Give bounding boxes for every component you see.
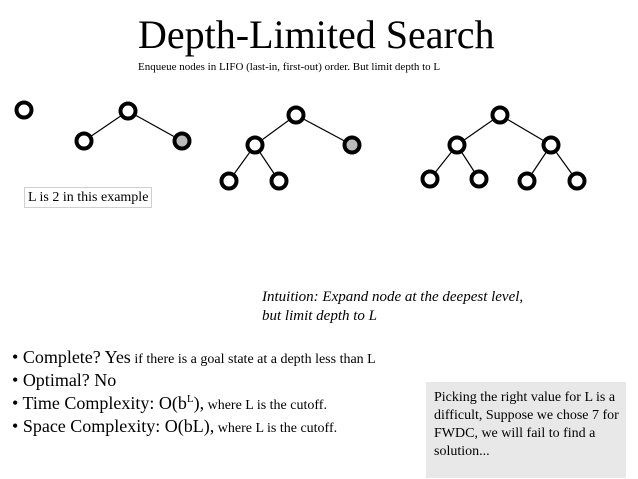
bullet-note: where L is the cutoff. (204, 398, 327, 413)
intuition-text: Intuition: Expand node at the deepest le… (262, 288, 523, 326)
tree-edge (499, 114, 552, 146)
depth-limit-note: L is 2 in this example (24, 187, 153, 208)
bullet-marker: • (12, 370, 19, 390)
tree-edge (295, 114, 353, 146)
tree-3 (219, 105, 362, 191)
bullet-space: • Space Complexity: O(bL), where L is th… (12, 415, 376, 438)
bullet-main: Time Complexity: O(b (22, 393, 187, 413)
subtitle: Enqueue nodes in LIFO (last-in, first-ou… (138, 61, 441, 73)
tree-node (420, 169, 440, 189)
bullet-main: Optimal? No (22, 370, 117, 390)
tree-node (567, 171, 587, 191)
tree-node (447, 135, 467, 155)
tree-1 (14, 100, 34, 120)
tree-node (490, 105, 510, 125)
tree-node (172, 131, 192, 151)
tree-node (269, 171, 289, 191)
bullet-note: if there is a goal state at a depth less… (130, 352, 376, 367)
bullet-marker: • (12, 347, 19, 367)
tree-node (219, 171, 239, 191)
superscript: L (186, 393, 194, 405)
tree-node (118, 101, 138, 121)
bullet-main-end: ), (193, 393, 205, 413)
bullet-marker: • (12, 416, 19, 436)
tree-node (517, 171, 537, 191)
tree-node (541, 135, 561, 155)
tree-node (342, 135, 362, 155)
bullet-time: • Time Complexity: O(bL), where L is the… (12, 392, 376, 415)
tree-node (14, 100, 34, 120)
tree-node (245, 135, 265, 155)
callout-box: Picking the right value for L is a diffi… (426, 382, 626, 478)
bullet-marker: • (12, 393, 19, 413)
tree-2 (74, 101, 192, 151)
bullet-optimal: • Optimal? No (12, 369, 376, 392)
tree-4 (420, 105, 587, 191)
bullet-note: where L is the cutoff. (214, 421, 338, 436)
bullet-main: Complete? Yes (22, 347, 131, 367)
page-title: Depth-Limited Search (138, 12, 495, 57)
tree-node (286, 105, 306, 125)
tree-node (74, 131, 94, 151)
tree-edge (127, 110, 183, 142)
intuition-line-2: but limit depth to L (262, 308, 378, 324)
intuition-line-1: Intuition: Expand node at the deepest le… (262, 289, 524, 305)
tree-node (469, 169, 489, 189)
bullet-list: • Complete? Yes if there is a goal state… (12, 346, 376, 438)
bullet-main: Space Complexity: O(bL), (22, 416, 215, 436)
bullet-complete: • Complete? Yes if there is a goal state… (12, 346, 376, 369)
